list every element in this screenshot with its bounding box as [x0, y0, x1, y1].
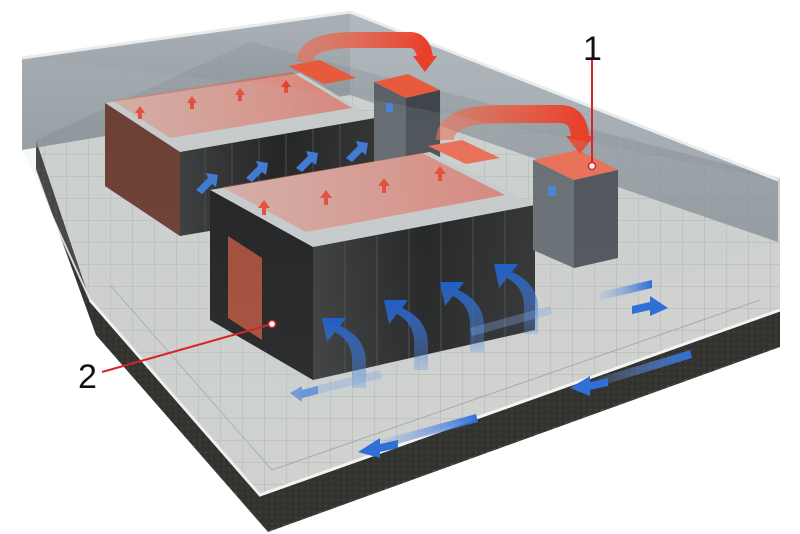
cold-air-floor-flow	[290, 280, 692, 458]
cold-air-arrow-icon	[358, 438, 398, 458]
cold-air-arrow-icon	[632, 296, 668, 316]
cold-air-arrow-icon	[440, 282, 484, 352]
cold-air-intake	[322, 264, 538, 388]
cold-air-arrow-icon	[570, 376, 608, 396]
hot-air-return-back	[288, 32, 437, 84]
callout-1: 1	[583, 30, 602, 171]
callout-2: 2	[78, 319, 277, 396]
cold-air-arrow-icon	[290, 386, 318, 402]
hot-air-arrow-icon	[281, 80, 291, 93]
cold-air-arrow-icon	[322, 318, 366, 388]
hot-air-arrow-icon	[413, 56, 437, 72]
callout-1-label: 1	[583, 30, 602, 68]
cold-air-arrow-icon	[494, 264, 538, 334]
callout-2-label: 2	[78, 358, 97, 396]
cold-air-arrow-icon	[384, 300, 428, 370]
foundation-slab	[36, 140, 780, 532]
